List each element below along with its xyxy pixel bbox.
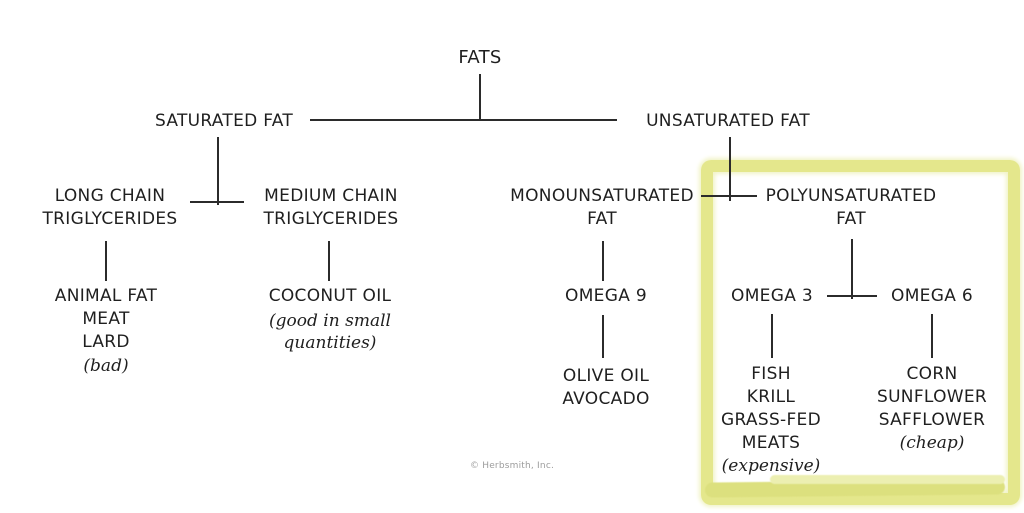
node-unsaturated-fat: UNSATURATED FAT [646, 111, 810, 131]
connector-long-chain-vertical [105, 241, 107, 281]
connector-medium-chain-vertical [328, 241, 330, 281]
node-omega-3: OMEGA 3 [731, 286, 813, 306]
node-omega3-items: FISH KRILL GRASS-FED MEATS [721, 364, 821, 453]
node-omega6-items: CORN SUNFLOWER SAFFLOWER [876, 364, 988, 430]
note-good-in-small-quantities: (good in small quantities) [269, 311, 391, 353]
connector-omega9-vertical [602, 315, 604, 358]
node-omega-6: OMEGA 6 [891, 286, 973, 306]
node-monounsaturated-fat: MONOUNSATURATED FAT [510, 186, 694, 229]
node-olive-oil-avocado: OLIVE OIL AVOCADO [562, 366, 650, 409]
connector-unsaturated-bar [701, 195, 757, 197]
node-coconut-oil: COCONUT OIL [268, 286, 392, 306]
connector-unsaturated-vertical [729, 137, 731, 201]
node-long-chain-triglycerides: LONG CHAIN TRIGLYCERIDES [42, 186, 178, 229]
node-polyunsaturated-fat: POLYUNSATURATED FAT [765, 186, 937, 229]
connector-main-horizontal [310, 119, 617, 121]
note-bad: (bad) [83, 356, 129, 376]
node-saturated-fat: SATURATED FAT [154, 111, 294, 131]
node-medium-chain-triglycerides: MEDIUM CHAIN TRIGLYCERIDES [263, 186, 399, 229]
copyright-text: © Herbsmith, Inc. [469, 461, 555, 471]
note-cheap: (cheap) [899, 433, 965, 453]
connector-saturated-vertical [217, 137, 219, 205]
connector-fats-vertical [479, 74, 481, 120]
node-fats: FATS [458, 47, 502, 68]
connector-poly-vertical [851, 239, 853, 299]
note-expensive: (expensive) [721, 456, 821, 476]
connector-omega3-vertical [771, 314, 773, 358]
connector-poly-bar [827, 295, 877, 297]
connector-saturated-bar [190, 201, 244, 203]
highlight-marker-smear [770, 475, 1005, 484]
node-omega-9: OMEGA 9 [565, 286, 647, 306]
connector-omega6-vertical [931, 314, 933, 358]
connector-mono-vertical [602, 241, 604, 281]
highlight-marker-rectangle [701, 160, 1020, 505]
node-animal-fat-items: ANIMAL FAT MEAT LARD [54, 286, 158, 352]
